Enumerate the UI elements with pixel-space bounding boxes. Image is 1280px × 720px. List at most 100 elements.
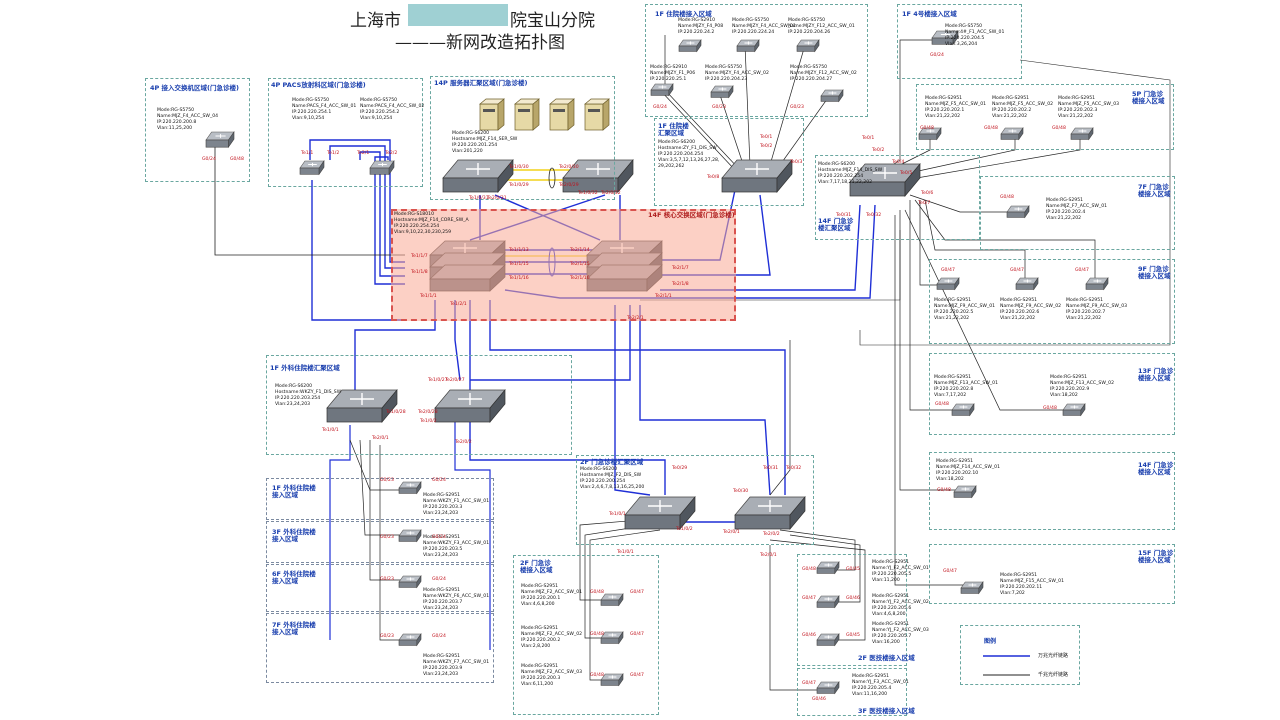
port-label: Te0/5 [900,171,913,176]
port-label: Te2/1/14 [570,248,590,253]
link-core-pacs3 [359,151,405,277]
port-label: G0/48 [1043,406,1057,411]
link-yj2b [789,534,861,603]
switch-f15 [960,581,984,595]
label-2f-agg: 2F 门急诊楼汇聚区域 [580,458,644,466]
switch-zy-1 [678,39,702,53]
link-yj2a [779,529,856,571]
label-3f-surg-access: 3F 外科住院楼 接入区域 [272,528,316,544]
port-label: Te1/1/8 [411,270,428,275]
zone-3f-medtech [797,668,907,716]
port-label: G0/48 [935,402,949,407]
label-1f-inpatient-agg: 1F 住院楼 汇聚区域 [658,122,689,138]
title-prefix: 上海市 [350,11,401,31]
port-label: Te1/0/1 [322,428,339,433]
switch-yj2-3 [816,633,840,647]
port-label: Te2/1/1 [655,294,672,299]
info-wk3: Mode:RG-S2951 Name:WKZY_F3_ACC_SW_01 IP:… [423,535,490,558]
port-label: G0/24 [432,535,446,540]
port-label: Te2/0/27 [445,378,465,383]
port-label: G0/23 [380,478,394,483]
port-label: G0/48 [1052,126,1066,131]
port-label: Te1/0/2 [420,419,437,424]
port-label: G0/47 [1075,268,1089,273]
link-core-f2agg-a [614,305,651,496]
switch-f2-2 [600,631,624,645]
label-14p-server: 14P 服务器汇聚区域(门急诊楼) [434,79,528,87]
link-f5b [899,135,1016,176]
switch-zy-3 [796,39,820,53]
port-label: G0/24 [653,105,667,110]
link-core-pacs4 [374,156,405,285]
port-label: Te0/30 [733,489,749,494]
switch-mjz-agg [849,163,921,197]
port-label: G0/24 [432,478,446,483]
port-label: Te2/0/1 [723,530,740,535]
port-label: Te0/3 [790,160,803,165]
link-f14 [899,210,960,491]
diagram-subtitle: ———新网改造拓扑图 [395,33,565,53]
link-wk3 [359,439,410,536]
switch-pacs-1 [299,160,325,176]
switch-zy-5 [710,85,734,99]
link-bundle-oval [548,167,556,189]
port-label: G0/47 [630,632,644,637]
port-label: Te1/0/1 [609,512,626,517]
info-core: Mode:RG-S18010 Hostname:MJZ_F14_CORE_SW_… [394,212,469,235]
port-label: Te1/1/1 [420,294,437,299]
switch-f2-3 [600,673,624,687]
port-label: Te0/2 [872,148,885,153]
port-label: Te2/0/1 [372,436,389,441]
link-core-f2agg-b [639,305,771,496]
zone-2f-access [513,555,659,715]
info-yj2b: Mode:RG-S2951 Name:YJ_F2_ACC_SW_02 IP:22… [872,594,929,617]
link-f5a [889,135,931,171]
zone-6f-surg-access [266,564,494,612]
link-zy6 [774,94,831,173]
title-suffix: 院宝山分院 [510,11,595,31]
port-label: Te2/1 [357,151,370,156]
port-label: Te2/1/15 [570,262,590,267]
port-label: Te0/31 [763,466,779,471]
info-f9a: Mode:RG-S2951 Name:MJZ_F9_ACC_SW_01 IP:2… [934,298,996,321]
label-9f: 9F 门急诊 楼接入区域 [1138,265,1171,281]
port-label: Te1/0/32 [578,191,598,196]
link-extra-b [859,59,1171,346]
port-label: Te1/1 [301,151,314,156]
port-label: Te2/0/32 [601,191,621,196]
port-label: G0/45 [846,567,860,572]
port-label: G0/48 [1000,195,1014,200]
switch-f9-1 [936,277,960,291]
port-label: Te0/8 [707,175,720,180]
link-wk-agg-down-2 [454,420,491,650]
link-core-f2agg-c [469,300,666,495]
port-label: G0/47 [802,681,816,686]
info-wk7: Mode:RG-S2951 Name:WKZY_F7_ACC_SW_01 IP:… [423,654,490,677]
port-label: G0/24 [930,53,944,58]
info-yj2c: Mode:RG-S2951 Name:YJ_F2_ACC_SW_03 IP:22… [872,622,929,645]
redacted-block [408,4,508,26]
switch-f2-agg-a [624,496,696,530]
info-f7: Mode:RG-S2951 Name:MJZ_F7_ACC_SW_01 IP:2… [1046,198,1108,221]
info-f9c: Mode:RG-S2951 Name:MJZ_F9_ACC_SW_03 IP:2… [1066,298,1128,321]
label-2f-access: 2F 门急诊 楼接入区域 [520,559,553,575]
link-core-f2agg-d [489,300,786,495]
port-label: Te2/1/7 [672,266,689,271]
label-1f-inpatient-access: 1F 住院楼接入区域 [655,10,712,18]
label-15f: 15F 门急诊 楼接入区域 [1138,549,1174,565]
port-label: Te2/0/2 [455,440,472,445]
label-14f-agg: 14F 门急诊 楼汇聚区域 [818,217,854,233]
zone-4p-pacs [268,78,423,187]
switch-yj2-2 [816,595,840,609]
link-f9c [914,199,1096,285]
info-zy1: Mode:RG-S2910 Name:MJZY_F4_P08 IP:220.22… [678,18,724,35]
port-label: Te2/1/8 [672,282,689,287]
label-7f-surg-access: 7F 外科住院楼 接入区域 [272,621,316,637]
port-label: Te2/2/1 [627,316,644,321]
info-zy6: Mode:RG-S5750 Name:MJZY_F12_ACC_SW_02 IP… [790,65,857,82]
label-4-building: 1F 4号楼接入区域 [902,10,957,18]
switch-4p-access [205,131,235,149]
label-7f: 7F 门急诊 楼接入区域 [1138,183,1171,199]
link-wk6 [369,440,410,581]
info-server-agg: Mode:RG-S6200 Hostname:MJZ_F14_SER_SW IP… [452,131,518,154]
